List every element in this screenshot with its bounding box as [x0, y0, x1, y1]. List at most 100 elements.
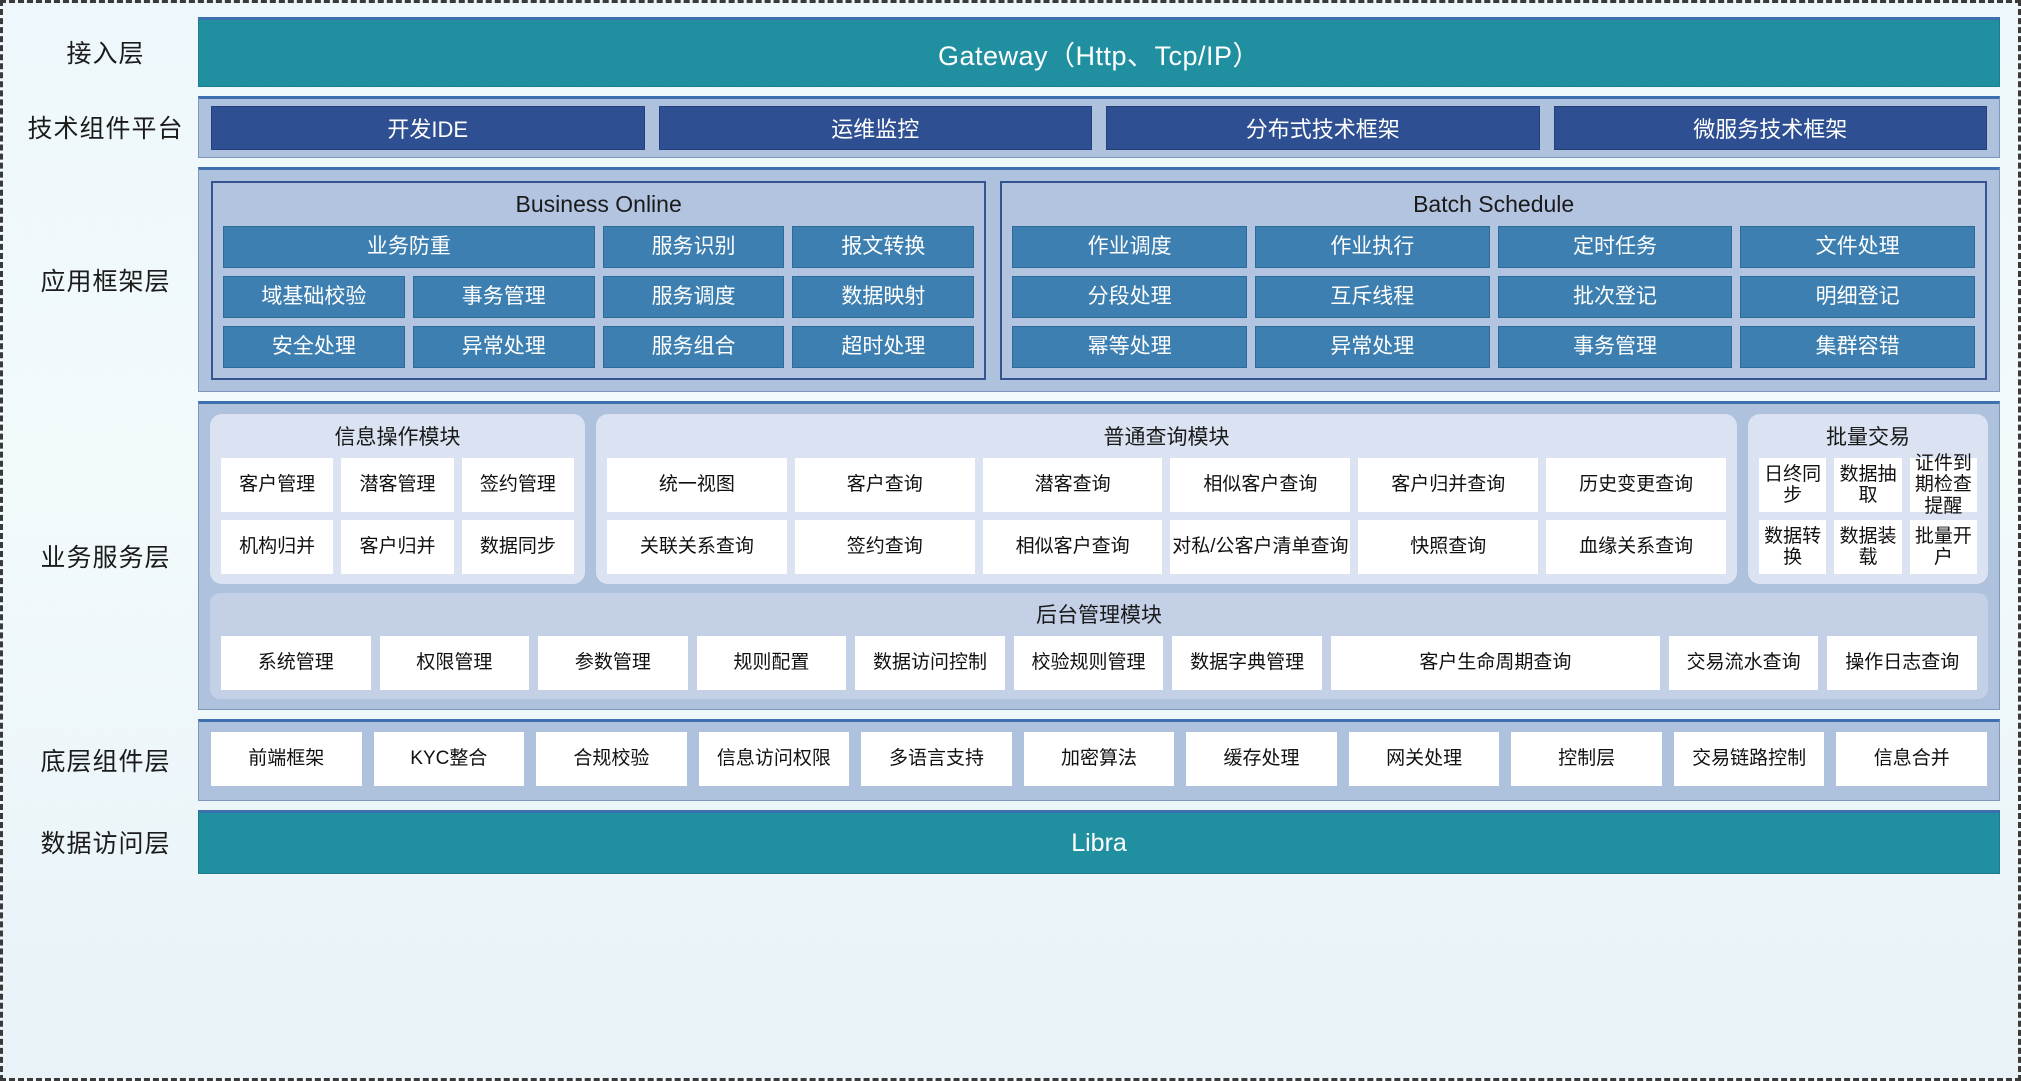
- row-access-layer: 接入层 Gateway（Http、Tcp/IP）: [13, 17, 2000, 87]
- fw-cell-domain-validation[interactable]: 域基础校验: [223, 276, 405, 318]
- fw-cell-message-transform[interactable]: 报文转换: [792, 226, 975, 268]
- cell-operation-log-query[interactable]: 操作日志查询: [1827, 636, 1977, 690]
- tech-platform-body: 开发IDE 运维监控 分布式技术框架 微服务技术框架: [198, 96, 2000, 158]
- fw-cell-timed-task[interactable]: 定时任务: [1497, 226, 1733, 268]
- fw-cell-file-handling[interactable]: 文件处理: [1740, 226, 1975, 268]
- cell-permission-mgmt[interactable]: 权限管理: [379, 636, 530, 690]
- fw-cell-exception-handling[interactable]: 异常处理: [412, 326, 595, 368]
- cell-eod-sync[interactable]: 日终同步: [1759, 458, 1827, 512]
- cell-customer-mgmt[interactable]: 客户管理: [221, 458, 334, 512]
- module-title-batch-transaction: 批量交易: [1826, 426, 1910, 449]
- fw-cell-batch-transaction-mgmt[interactable]: 事务管理: [1497, 326, 1733, 368]
- tech-chip-microservice-framework[interactable]: 微服务技术框架: [1553, 106, 1987, 150]
- cell-prospect-mgmt[interactable]: 潜客管理: [341, 458, 454, 512]
- fw-cell-timeout-handling[interactable]: 超时处理: [792, 326, 975, 368]
- tech-chip-ops-monitor[interactable]: 运维监控: [658, 106, 1092, 150]
- fw-cell-idempotent-handling[interactable]: 幂等处理: [1012, 326, 1247, 368]
- cell-prospect-query[interactable]: 潜客查询: [982, 458, 1163, 512]
- fw-cell-service-identify[interactable]: 服务识别: [602, 226, 785, 268]
- tech-chip-distributed-framework[interactable]: 分布式技术框架: [1106, 106, 1540, 150]
- group-batch-schedule: Batch Schedule 作业调度 作业执行 定时任务 文件处理 分段处理 …: [1000, 181, 1987, 380]
- cell-snapshot-query[interactable]: 快照查询: [1358, 520, 1539, 574]
- fw-cell-cluster-fault-tolerance[interactable]: 集群容错: [1740, 326, 1975, 368]
- cell-contract-query[interactable]: 签约查询: [794, 520, 975, 574]
- layer-label-bottom-component: 底层组件层: [40, 748, 171, 776]
- tech-chip-ide[interactable]: 开发IDE: [211, 106, 645, 150]
- common-query-grid: 统一视图 客户查询 潜客查询 相似客户查询 客户归并查询 历史变更查询 关联关系…: [607, 458, 1726, 574]
- cell-similar-customer-query-2[interactable]: 相似客户查询: [982, 520, 1163, 574]
- tech-chip-container: 开发IDE 运维监控 分布式技术框架 微服务技术框架: [198, 96, 2000, 158]
- access-layer-body: Gateway（Http、Tcp/IP）: [198, 17, 2000, 87]
- module-title-backend-admin: 后台管理模块: [1036, 604, 1162, 627]
- cell-multilanguage-support[interactable]: 多语言支持: [861, 732, 1012, 786]
- cell-data-load[interactable]: 数据装载: [1834, 520, 1902, 574]
- cell-parameter-mgmt[interactable]: 参数管理: [538, 636, 688, 690]
- cell-unified-view[interactable]: 统一视图: [607, 458, 787, 512]
- cell-cert-expiry-reminder[interactable]: 证件到期检查提醒: [1909, 453, 1977, 517]
- fw-cell-mutex-thread[interactable]: 互斥线程: [1254, 276, 1490, 318]
- cell-contract-mgmt[interactable]: 签约管理: [461, 458, 574, 512]
- row-tech-platform: 技术组件平台 开发IDE 运维监控 分布式技术框架 微服务技术框架: [13, 96, 2000, 158]
- cell-data-transform[interactable]: 数据转换: [1759, 520, 1827, 574]
- fw-cell-security-handling[interactable]: 安全处理: [223, 326, 405, 368]
- cell-customer-query[interactable]: 客户查询: [794, 458, 975, 512]
- cell-data-access-control[interactable]: 数据访问控制: [855, 636, 1005, 690]
- fw-cell-job-schedule[interactable]: 作业调度: [1012, 226, 1247, 268]
- module-batch-transaction: 批量交易 日终同步 数据抽取 证件到期检查提醒 数据转换 数据装载 批量开户: [1748, 414, 1988, 584]
- fw-cell-business-dedup[interactable]: 业务防重: [223, 226, 595, 268]
- cell-validation-rule-mgmt[interactable]: 校验规则管理: [1013, 636, 1164, 690]
- batch-schedule-grid: 作业调度 作业执行 定时任务 文件处理 分段处理 互斥线程 批次登记 明细登记 …: [1012, 226, 1975, 368]
- fw-cell-transaction-mgmt[interactable]: 事务管理: [412, 276, 595, 318]
- fw-cell-segment-processing[interactable]: 分段处理: [1012, 276, 1247, 318]
- cell-org-merge[interactable]: 机构归并: [221, 520, 334, 574]
- cell-info-access-permission[interactable]: 信息访问权限: [698, 732, 850, 786]
- cell-gateway-handling[interactable]: 网关处理: [1348, 732, 1500, 786]
- cell-compliance-check[interactable]: 合规校验: [536, 732, 687, 786]
- cell-data-dictionary-mgmt[interactable]: 数据字典管理: [1172, 636, 1322, 690]
- spacer: [13, 392, 2000, 401]
- cell-control-layer[interactable]: 控制层: [1511, 732, 1662, 786]
- cell-info-merge[interactable]: 信息合并: [1836, 732, 1987, 786]
- cell-cache-handling[interactable]: 缓存处理: [1186, 732, 1337, 786]
- business-service-body: 信息操作模块 客户管理 潜客管理 签约管理 机构归并 客户归并 数据同步 普通查…: [198, 401, 2000, 710]
- cell-history-change-query[interactable]: 历史变更查询: [1546, 458, 1726, 512]
- layer-label-data-access: 数据访问层: [40, 830, 171, 858]
- fw-cell-data-mapping[interactable]: 数据映射: [792, 276, 975, 318]
- fw-cell-service-composition[interactable]: 服务组合: [602, 326, 785, 368]
- gateway-bar[interactable]: Gateway（Http、Tcp/IP）: [198, 17, 2000, 87]
- cell-encryption-algorithm[interactable]: 加密算法: [1023, 732, 1175, 786]
- app-framework-container: Business Online 业务防重 服务识别 报文转换 域基础校验 事务管…: [198, 167, 2000, 392]
- module-title-info-operation: 信息操作模块: [334, 426, 461, 449]
- cell-customer-merge[interactable]: 客户归并: [341, 520, 454, 574]
- cell-batch-account-open[interactable]: 批量开户: [1909, 520, 1977, 574]
- fw-cell-service-schedule[interactable]: 服务调度: [602, 276, 785, 318]
- cell-frontend-framework[interactable]: 前端框架: [211, 732, 362, 786]
- fw-cell-detail-register[interactable]: 明细登记: [1740, 276, 1975, 318]
- fw-cell-job-execute[interactable]: 作业执行: [1254, 226, 1490, 268]
- cell-system-mgmt[interactable]: 系统管理: [221, 636, 371, 690]
- spacer: [13, 158, 2000, 167]
- cell-private-public-customer-list-query[interactable]: 对私/公客户清单查询: [1170, 520, 1351, 574]
- cell-similar-customer-query-1[interactable]: 相似客户查询: [1170, 458, 1351, 512]
- cell-customer-lifecycle-query[interactable]: 客户生命周期查询: [1330, 636, 1660, 690]
- cell-data-extract[interactable]: 数据抽取: [1834, 458, 1902, 512]
- libra-bar[interactable]: Libra: [198, 810, 2000, 874]
- layer-label-business-service: 业务服务层: [40, 543, 171, 572]
- cell-kinship-query[interactable]: 血缘关系查询: [1546, 520, 1726, 574]
- cell-data-sync[interactable]: 数据同步: [461, 520, 574, 574]
- cell-transaction-link-control[interactable]: 交易链路控制: [1673, 732, 1825, 786]
- group-title-business-online: Business Online: [515, 191, 682, 217]
- bottom-component-body: 前端框架 KYC整合 合规校验 信息访问权限 多语言支持 加密算法 缓存处理 网…: [198, 719, 2000, 801]
- cell-kyc-integration[interactable]: KYC整合: [373, 732, 525, 786]
- business-online-grid: 业务防重 服务识别 报文转换 域基础校验 事务管理 服务调度 数据映射 安全处理…: [223, 226, 975, 368]
- row-bottom-component: 底层组件层 前端框架 KYC整合 合规校验 信息访问权限 多语言支持 加密算法 …: [13, 719, 2000, 801]
- module-title-common-query: 普通查询模块: [1103, 426, 1230, 449]
- cell-relation-query[interactable]: 关联关系查询: [607, 520, 787, 574]
- spacer: [13, 87, 2000, 96]
- cell-customer-merge-query[interactable]: 客户归并查询: [1358, 458, 1539, 512]
- cell-transaction-flow-query[interactable]: 交易流水查询: [1668, 636, 1819, 690]
- fw-cell-batch-register[interactable]: 批次登记: [1497, 276, 1733, 318]
- cell-rule-config[interactable]: 规则配置: [696, 636, 847, 690]
- fw-cell-batch-exception-handling[interactable]: 异常处理: [1254, 326, 1490, 368]
